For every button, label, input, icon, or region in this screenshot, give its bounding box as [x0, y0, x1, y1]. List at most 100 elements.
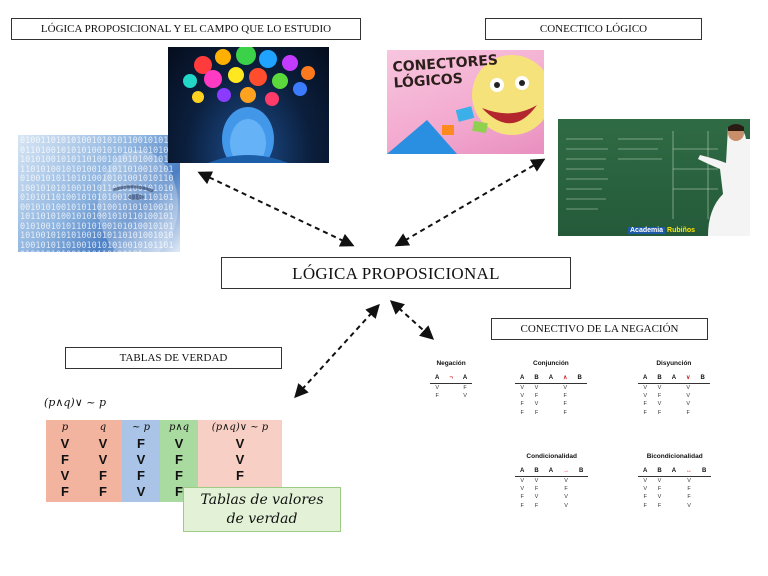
connective-cell: F — [686, 409, 690, 416]
connective-cell: V — [463, 392, 467, 399]
connective-cell: V — [687, 502, 691, 509]
truth-table-cell: F — [99, 484, 107, 499]
label-conectivo-negacion: CONECTIVO DE LA NEGACIÓN — [491, 318, 708, 340]
connective-cell: V — [520, 384, 524, 391]
connective-cell — [574, 476, 588, 485]
connective-cell: F — [643, 409, 647, 416]
connective-header: A — [638, 466, 653, 477]
connective-title: Condicionalidad — [526, 453, 577, 460]
connective-cell: V — [657, 401, 662, 408]
connective-cell: F — [643, 401, 647, 408]
connective-cell — [695, 400, 709, 409]
connective-cell: F — [563, 401, 567, 408]
connective-cell: F — [643, 502, 647, 509]
connective-cell — [574, 493, 588, 502]
chalkboard-class-image: Academia Rubiños — [558, 119, 750, 236]
connective-cell — [544, 493, 558, 502]
connective-title: Bicondicionalidad — [646, 453, 703, 460]
connective-cell: F — [534, 409, 539, 416]
connective-cell — [697, 485, 711, 494]
connective-header: A — [457, 373, 473, 384]
connective-cell: F — [534, 485, 539, 492]
connective-cell — [667, 383, 681, 392]
academia-brand: Academia Rubiños — [628, 227, 696, 234]
connective-cell: F — [520, 409, 524, 416]
connective-header: A — [543, 466, 559, 477]
binary-face-image: 0100110101010010101011001010100110100101… — [18, 135, 180, 252]
connective-header: B — [695, 373, 710, 384]
connective-cell: F — [643, 494, 647, 501]
connective-cell: F — [520, 494, 524, 501]
truth-table-cell: V — [98, 452, 108, 467]
connective-header: B — [697, 466, 712, 477]
connective-cell — [667, 409, 681, 418]
truth-table-cell: V — [174, 436, 184, 451]
connective-header: ∨ — [681, 373, 696, 384]
connective-header: A — [543, 373, 559, 384]
connective-cell: V — [564, 502, 568, 509]
connective-cell: V — [534, 401, 539, 408]
connective-cell: F — [520, 502, 524, 509]
connective-cell: V — [657, 477, 662, 484]
connective-cell: V — [534, 384, 539, 391]
connective-cell — [667, 493, 681, 502]
connective-cell — [667, 485, 681, 494]
connective-cell: F — [657, 392, 662, 399]
connective-cell — [544, 400, 558, 409]
connective-cell — [667, 502, 681, 511]
connective-title: Negación — [436, 360, 466, 367]
connective-cell — [574, 502, 588, 511]
truth-table-cell: V — [60, 436, 70, 451]
connective-cell: V — [534, 477, 539, 484]
truth-table-cell: V — [136, 484, 146, 499]
connective-header: A — [666, 466, 682, 477]
truth-table-caption: Tablas de valores de verdad — [183, 487, 341, 532]
connective-cell — [695, 392, 709, 401]
connective-title: Disyunción — [656, 360, 692, 367]
truth-table-cell: V — [235, 436, 245, 451]
connective-cell: V — [435, 384, 439, 391]
connective-cell: V — [520, 477, 524, 484]
connective-header: A — [515, 466, 530, 477]
connective-cell: F — [657, 502, 662, 509]
truth-table-cell: F — [99, 468, 107, 483]
connective-cell: F — [534, 502, 539, 509]
connective-header: A — [666, 373, 682, 384]
connective-cell — [574, 485, 588, 494]
connective-cell: V — [643, 392, 647, 399]
connective-cell: F — [463, 384, 467, 391]
connective-cell: V — [686, 384, 691, 391]
connective-title: Conjunción — [533, 360, 569, 367]
truth-table-cell: F — [175, 484, 183, 499]
connective-cell — [697, 493, 711, 502]
connective-cell — [697, 476, 711, 485]
connective-cell — [544, 383, 558, 392]
truth-table-cell: F — [137, 468, 145, 483]
connective-cell: V — [564, 494, 568, 501]
label-conectivo-logico: CONECTICO LÓGICO — [485, 18, 702, 40]
connective-cell — [444, 383, 458, 392]
truth-table-cell: F — [236, 468, 244, 483]
truth-table-header: q — [99, 422, 107, 433]
connective-header: A — [430, 373, 445, 384]
connective-cell — [544, 485, 558, 494]
arrow-central-to-negacion — [389, 300, 435, 340]
connective-cell — [544, 476, 558, 485]
connective-cell — [572, 392, 586, 401]
connective-cell — [667, 392, 681, 401]
connective-cell: V — [520, 392, 524, 399]
connective-cell: F — [564, 485, 568, 492]
connective-header: ↔ — [681, 466, 698, 477]
truth-table-cell: F — [61, 452, 69, 467]
arrow-central-to-logica-campo — [197, 171, 355, 247]
central-node-label: LÓGICA PROPOSICIONAL — [221, 257, 571, 289]
connective-cell: V — [643, 384, 647, 391]
truth-table-cell: V — [98, 436, 108, 451]
